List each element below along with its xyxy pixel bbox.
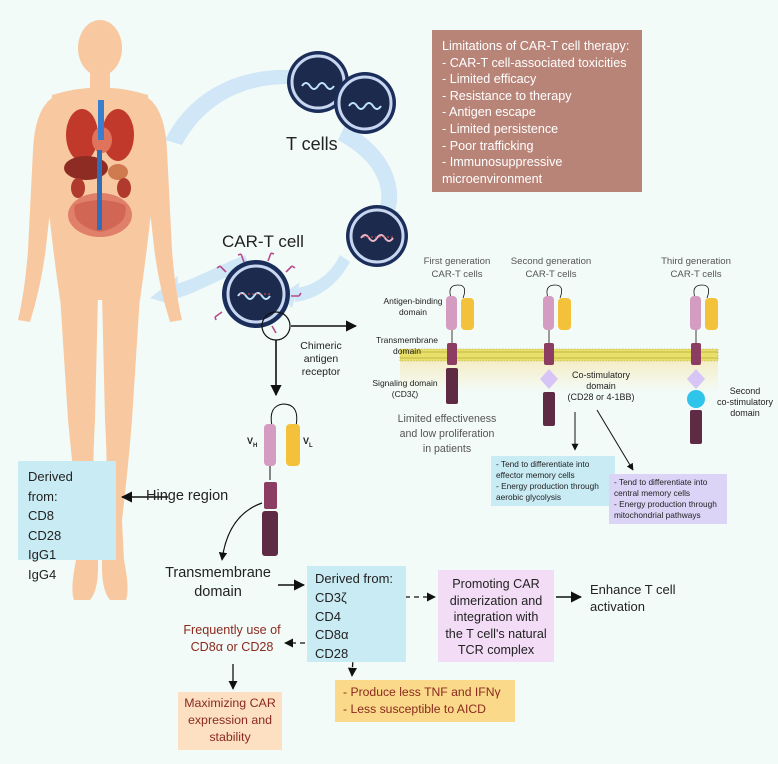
maximizing-box: Maximizing CAR expression and stability	[178, 692, 282, 750]
t-cells-label: T cells	[286, 134, 338, 154]
limitation-item: - Limited persistence	[442, 121, 559, 136]
vl-label: VL	[303, 436, 313, 449]
tm-derived-item: CD4	[315, 608, 342, 624]
car-t-cell-label: CAR-T cell	[222, 232, 304, 251]
vh-label: VH	[247, 436, 258, 449]
limitation-item: - Limited efficacy	[442, 72, 537, 87]
tm-derived-title: Derived from:	[315, 571, 394, 586]
t-cell-1	[287, 51, 349, 113]
hinge-derived-item: IgG1	[28, 547, 57, 562]
cycle-arrow-lower	[295, 255, 350, 302]
hinge-derived-item: CD28	[28, 527, 62, 543]
chimeric-antigen-receptor-label: Chimeric antigen receptor	[300, 340, 342, 378]
t-cell-3	[346, 205, 408, 267]
car-receptor-structure	[262, 403, 300, 556]
tm-derived-item: CD28	[315, 646, 349, 662]
hinge-derived-item: IgG4	[28, 566, 57, 582]
third-gen-receptor	[687, 284, 718, 444]
cycle-arrow-right	[338, 125, 398, 218]
hinge-derived-item: CD8	[28, 508, 55, 523]
limitation-item: - Resistance to therapy	[442, 88, 572, 103]
first-gen-receptor	[446, 284, 474, 404]
limitation-item: microenvironment	[442, 171, 543, 186]
cycle-arrows	[150, 69, 400, 308]
limitations-box: Limitations of CAR-T cell therapy: - CAR…	[432, 30, 642, 192]
hinge-derived-box: Derived from: CD8 CD28 IgG1 IgG4	[18, 461, 116, 582]
organs-icon	[64, 100, 134, 237]
enhance-label: Enhance T cell activation	[590, 582, 676, 614]
promoting-box: Promoting CAR dimerization and integrati…	[438, 570, 554, 662]
produce-box: - Produce less TNF and IFNγ - Less susce…	[335, 680, 515, 722]
limitation-item: - Antigen escape	[442, 105, 536, 120]
signaling-domain-label: Signaling domain(CD3ζ)	[372, 378, 438, 399]
tm-derived-item: CD3ζ	[315, 589, 347, 605]
hinge-region-label: Hinge region	[146, 488, 229, 504]
cycle-arrow-top	[165, 69, 290, 145]
limitation-item: - CAR-T cell-associated toxicities	[442, 55, 627, 70]
arrow-to-transmembrane	[218, 502, 263, 561]
limitations-title: Limitations of CAR-T cell therapy:	[442, 39, 630, 53]
hinge-derived-title: Derived from:	[28, 469, 73, 504]
tm-derived-item: CD8α	[315, 627, 349, 643]
transmembrane-domain-label: Transmembrane domain	[165, 565, 271, 600]
frequently-label: Frequently use of CD8α or CD28	[183, 623, 281, 654]
limitation-item: - Immunosuppressive	[442, 155, 563, 170]
tm-derived-box: Derived from: CD3ζ CD4 CD8α CD28	[307, 566, 406, 662]
car-t-cell	[214, 252, 302, 341]
t-cell-2	[334, 72, 396, 134]
limitation-item: - Poor trafficking	[442, 138, 534, 153]
cycle-arrow-left	[168, 255, 250, 300]
second-gen-receptor	[540, 284, 634, 471]
